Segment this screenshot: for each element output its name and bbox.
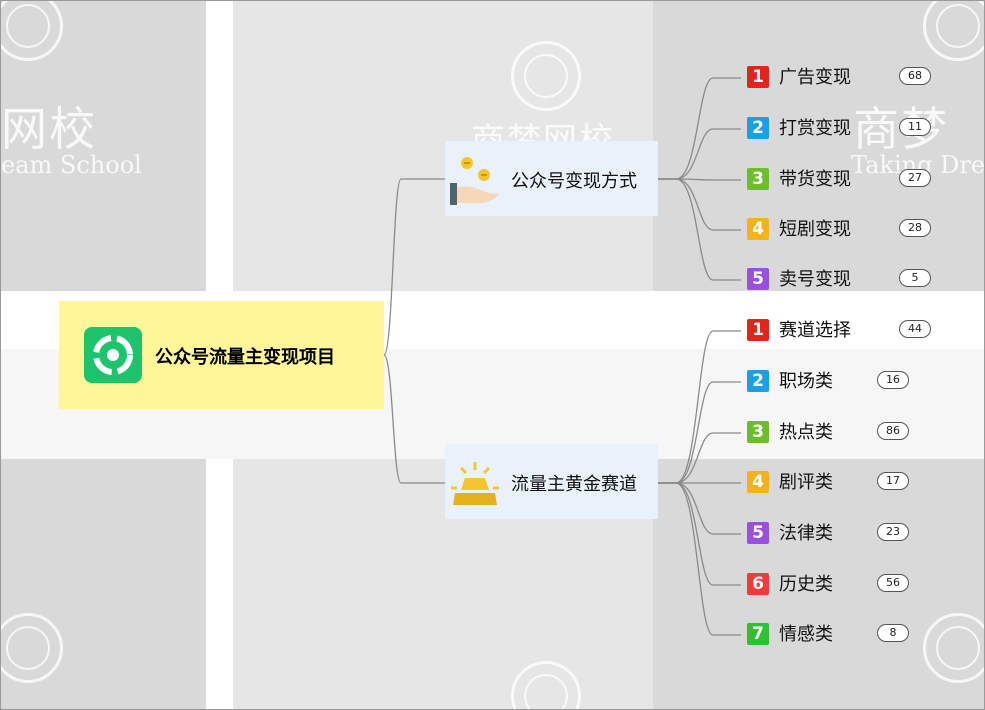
watermark-text: eam School (1, 151, 142, 179)
leaf-topic[interactable]: 2 打赏变现 11 (747, 117, 947, 143)
count-badge[interactable]: 28 (899, 219, 931, 237)
priority-badge: 5 (747, 268, 769, 290)
count-badge[interactable]: 23 (877, 523, 909, 541)
count-badge[interactable]: 44 (899, 320, 931, 338)
leaf-topic[interactable]: 1 赛道选择 44 (747, 319, 947, 345)
count-badge[interactable]: 68 (899, 67, 931, 85)
leaf-topic[interactable]: 4 剧评类 17 (747, 471, 947, 497)
watermark-seal-icon (1, 613, 63, 683)
leaf-label: 打赏变现 (779, 118, 851, 139)
count-badge[interactable]: 11 (899, 118, 931, 136)
count-badge[interactable]: 86 (877, 422, 909, 440)
watermark-seal-icon (511, 41, 581, 111)
root-topic[interactable]: 公众号流量主变现项目 (59, 301, 384, 409)
priority-badge: 5 (747, 522, 769, 544)
leaf-label: 法律类 (779, 523, 833, 544)
watermark-seal-icon (1, 1, 63, 61)
leaf-topic[interactable]: 3 热点类 86 (747, 421, 947, 447)
leaf-topic[interactable]: 1 广告变现 68 (747, 66, 947, 92)
branch-topic-label: 流量主黄金赛道 (511, 474, 637, 495)
priority-badge: 3 (747, 421, 769, 443)
watermark-seal-icon (923, 1, 984, 61)
leaf-label: 职场类 (779, 371, 833, 392)
count-badge[interactable]: 16 (877, 371, 909, 389)
leaf-label: 历史类 (779, 574, 833, 595)
count-badge[interactable]: 27 (899, 169, 931, 187)
watermark-seal-icon (511, 661, 581, 709)
root-topic-label: 公众号流量主变现项目 (155, 347, 335, 368)
priority-badge: 2 (747, 117, 769, 139)
leaf-label: 短剧变现 (779, 219, 851, 240)
priority-badge: 1 (747, 66, 769, 88)
priority-badge: 3 (747, 168, 769, 190)
priority-badge: 4 (747, 218, 769, 240)
leaf-topic[interactable]: 7 情感类 8 (747, 623, 947, 649)
count-badge[interactable]: 8 (877, 624, 909, 642)
leaf-label: 卖号变现 (779, 269, 851, 290)
leaf-topic[interactable]: 2 职场类 16 (747, 370, 947, 396)
priority-badge: 2 (747, 370, 769, 392)
leaf-label: 赛道选择 (779, 320, 851, 341)
watermark-panel (653, 1, 984, 291)
leaf-label: 剧评类 (779, 472, 833, 493)
leaf-topic[interactable]: 3 带货变现 27 (747, 168, 947, 194)
leaf-label: 广告变现 (779, 67, 851, 88)
branch-topic-monetization[interactable]: 公众号变现方式 (445, 141, 658, 216)
priority-badge: 7 (747, 623, 769, 645)
watermark-seal-icon (923, 613, 984, 683)
branch-topic-label: 公众号变现方式 (511, 171, 637, 192)
priority-badge: 1 (747, 319, 769, 341)
branch-topic-tracks[interactable]: 流量主黄金赛道 (445, 444, 658, 519)
leaf-topic[interactable]: 6 历史类 56 (747, 573, 947, 599)
app-logo-icon (84, 327, 142, 383)
coins-hand-icon (447, 147, 503, 209)
priority-badge: 6 (747, 573, 769, 595)
leaf-label: 热点类 (779, 422, 833, 443)
count-badge[interactable]: 17 (877, 472, 909, 490)
count-badge[interactable]: 56 (877, 574, 909, 592)
leaf-label: 带货变现 (779, 169, 851, 190)
watermark-text: 网校 (1, 102, 97, 156)
leaf-topic[interactable]: 5 卖号变现 5 (747, 268, 947, 294)
priority-badge: 4 (747, 471, 769, 493)
count-badge[interactable]: 5 (899, 269, 931, 287)
leaf-topic[interactable]: 5 法律类 23 (747, 522, 947, 548)
gold-bars-icon (447, 450, 503, 512)
leaf-label: 情感类 (779, 624, 833, 645)
leaf-topic[interactable]: 4 短剧变现 28 (747, 218, 947, 244)
